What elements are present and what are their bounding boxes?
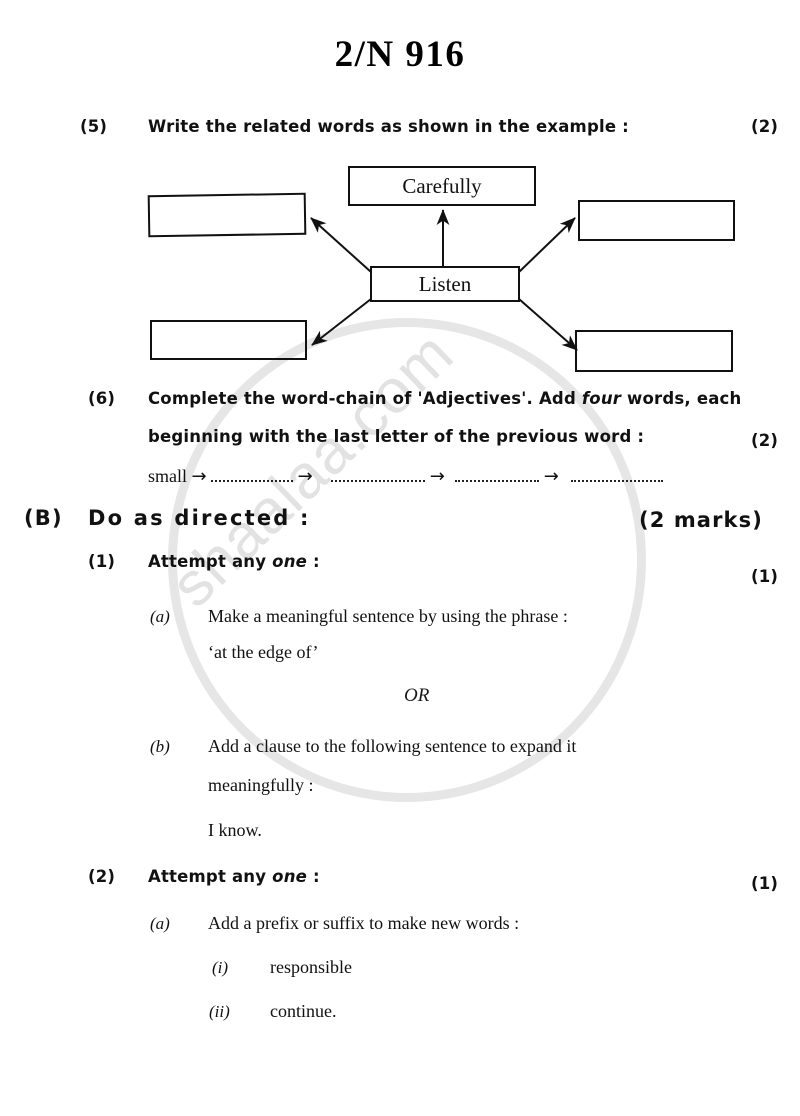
word-chain-arrow-1: → — [191, 466, 207, 487]
item-1-prompt-italic: one — [272, 552, 308, 571]
item-2-prompt: Attempt any one : — [148, 867, 320, 886]
item-1-prompt-post: : — [307, 552, 320, 571]
diagram-box-empty-bottom-left[interactable] — [150, 320, 307, 360]
question-6-line1-b: words, each — [621, 389, 742, 408]
item-2-prompt-pre: Attempt any — [148, 867, 273, 886]
word-chain-arrow-3: → — [429, 466, 445, 487]
item-2-option-a-label-text: (a) — [150, 914, 170, 933]
question-6-number: (6) — [88, 389, 116, 408]
item-2-option-a-label: (a) — [150, 914, 170, 934]
item-1-option-b-label: (b) — [150, 737, 170, 757]
question-6-line2: beginning with the last letter of the pr… — [148, 427, 645, 446]
item-1-option-b-line3: I know. — [208, 820, 262, 840]
diagram-box-carefully-label: Carefully — [402, 173, 482, 198]
word-chain-arrow-4: → — [543, 466, 559, 487]
arrow-listen-to-box-top-left — [310, 217, 372, 273]
diagram-box-empty-top-left[interactable] — [147, 192, 307, 238]
item-1-option-b-line1: Add a clause to the following sentence t… — [208, 736, 577, 756]
word-chain-row: small → → → → — [148, 466, 768, 487]
item-2-subitem-ii-label: (ii) — [209, 1002, 230, 1022]
item-1-prompt-pre: Attempt any — [148, 552, 273, 571]
item-2-marks: (1) — [751, 874, 779, 893]
item-2-subitem-i-label: (i) — [212, 958, 228, 978]
word-chain-blank-4[interactable] — [571, 469, 664, 482]
question-5-marks: (2) — [751, 117, 779, 136]
diagram-box-empty-bottom-right[interactable] — [575, 330, 733, 372]
item-1-option-a-line1: Make a meaningful sentence by using the … — [208, 606, 568, 626]
question-6-line1-a: Complete the word-chain of 'Adjectives'.… — [148, 389, 582, 408]
item-2-subitem-ii-text: continue. — [270, 1001, 337, 1021]
item-2-option-a-line1: Add a prefix or suffix to make new words… — [208, 913, 520, 933]
item-1-number: (1) — [88, 552, 116, 571]
word-chain-start: small — [148, 466, 187, 486]
question-5-number: (5) — [80, 117, 108, 136]
item-2-number: (2) — [88, 867, 116, 886]
question-6-line1: Complete the word-chain of 'Adjectives'.… — [148, 389, 778, 408]
item-1-prompt: Attempt any one : — [148, 552, 320, 571]
item-2-subitem-i-label-text: (i) — [212, 958, 229, 977]
question-6-marks: (2) — [751, 431, 779, 450]
word-chain-arrow-2: → — [297, 466, 313, 487]
word-chain-blank-1[interactable] — [211, 469, 294, 482]
item-1-marks: (1) — [751, 567, 779, 586]
item-1-option-a-label-text: (a) — [150, 607, 170, 626]
diagram-box-carefully: Carefully — [348, 166, 536, 206]
arrow-listen-to-box-top-right — [518, 217, 576, 273]
section-b-marks: (2 marks) — [639, 508, 763, 532]
item-2-subitem-ii-label-text: (ii) — [209, 1002, 230, 1021]
page-title: 2/N 916 — [334, 34, 466, 75]
word-chain-blank-2[interactable] — [331, 469, 426, 482]
diagram-box-empty-top-right[interactable] — [578, 200, 735, 241]
item-1-option-b-label-text: (b) — [150, 737, 170, 756]
section-b-label: (B) — [24, 506, 63, 530]
diagram-box-listen-label: Listen — [418, 271, 472, 296]
item-1-option-a-line2: ‘at the edge of’ — [208, 642, 319, 662]
word-chain-blank-3[interactable] — [455, 469, 540, 482]
or-separator: OR — [404, 685, 430, 706]
section-b-title: Do as directed : — [88, 506, 311, 530]
item-2-prompt-post: : — [307, 867, 320, 886]
question-6-line1-italic: four — [581, 389, 622, 408]
question-5-text: Write the related words as shown in the … — [148, 117, 629, 136]
item-2-subitem-i-text: responsible — [270, 957, 352, 977]
item-1-option-a-label: (a) — [150, 607, 170, 627]
diagram-box-listen: Listen — [370, 266, 520, 302]
item-1-option-b-line2: meaningfully : — [208, 775, 314, 795]
item-2-prompt-italic: one — [272, 867, 308, 886]
